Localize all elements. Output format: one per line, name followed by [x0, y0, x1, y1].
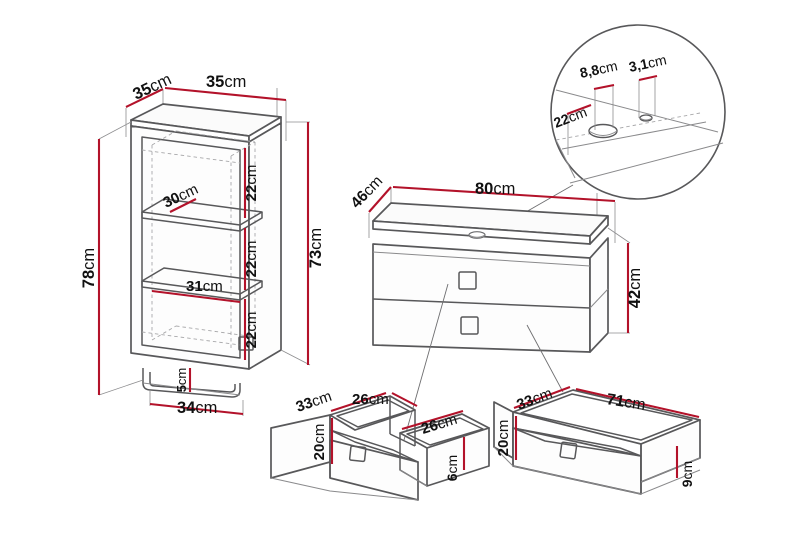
dim-line-vanity-80: [392, 185, 616, 203]
leader-to-right-drawer: [526, 324, 564, 393]
detail-circle-figure: 22cm 8,8cm 3,1cm: [483, 24, 726, 237]
label-shelf-30: 30cm: [161, 181, 201, 212]
label-dr-71: 71cm: [605, 391, 646, 414]
dim-line-dr-71: [575, 387, 700, 419]
label-dr-9: 9cm: [679, 461, 695, 487]
label-cabinet-height-78: 78cm: [80, 248, 98, 288]
label-dr-33: 33cm: [514, 385, 554, 414]
dim-line-detail-22: [566, 104, 592, 115]
label-dl-20: 20cm: [311, 424, 328, 461]
label-cabinet-depth-35: 35cm: [130, 70, 174, 103]
label-cabinet-width-35: 35cm: [206, 73, 246, 91]
label-base-34: 34cm: [177, 399, 217, 417]
drawer-left-handle: [348, 445, 367, 463]
label-dl-33: 33cm: [294, 388, 334, 416]
label-dl-6: 6cm: [444, 455, 460, 481]
label-comp-22-b: 22cm: [243, 241, 260, 278]
cabinet-shelf-upper: [141, 198, 263, 232]
drawer-right-handle: [559, 441, 578, 460]
dim-line-cabinet-depth-35: [125, 88, 164, 108]
cabinet-interior-opening: [141, 136, 241, 359]
dim-line-shelf-30: [169, 198, 197, 213]
vanity-side-face: [589, 237, 609, 353]
cabinet-plinth: [142, 368, 241, 398]
detail-circle-outline: [550, 24, 726, 200]
vanity-drawer-split: [372, 298, 591, 309]
label-dl-26-rear: 26cm: [419, 411, 459, 438]
vanity-front-face: [372, 243, 591, 353]
detail-countertop: [555, 89, 724, 184]
dim-line-detail-88: [593, 83, 615, 91]
cabinet-shelf-lower: [141, 267, 263, 301]
label-dr-20: 20cm: [495, 420, 512, 457]
cabinet-hidden-lines: [141, 130, 256, 351]
dim-line-base-34: [149, 402, 244, 416]
dim-line-dl-33: [330, 392, 387, 412]
dim-line-dl-26-rear: [401, 409, 464, 431]
label-vanity-42: 42cm: [626, 268, 644, 308]
label-detail-88: 8,8cm: [578, 57, 619, 81]
vanity-handle-upper: [458, 271, 477, 290]
tall-cabinet-figure: 35cm 35cm 78cm 73cm 30cm 31cm 22cm 22cm …: [80, 70, 325, 417]
dim-line-dl-26-front: [391, 392, 418, 407]
drawer-left-right-face: [426, 427, 490, 487]
cabinet-height-extension-lines: [98, 121, 311, 396]
label-shelf-31: 31cm: [186, 278, 223, 295]
leader-to-left-drawer: [403, 283, 449, 441]
label-dl-26-front: 26cm: [352, 391, 389, 408]
vanity-countertop-thickness-side: [589, 215, 609, 245]
dim-line-vanity-46: [368, 186, 392, 213]
label-vanity-46: 46cm: [348, 173, 387, 212]
vanity-handle-lower: [460, 316, 479, 335]
dim-line-dr-33: [513, 386, 571, 409]
label-comp-22-a: 22cm: [243, 165, 260, 202]
label-detail-31: 3,1cm: [627, 51, 668, 75]
dim-line-shelf-31: [151, 289, 241, 304]
vanity-unit-figure: 46cm 80cm 42cm: [348, 173, 644, 441]
label-comp-22-c: 22cm: [243, 312, 260, 349]
label-vanity-80: 80cm: [475, 180, 515, 198]
drawer-left-figure: 33cm 26cm 20cm 26cm 6cm: [270, 388, 490, 501]
label-cabinet-body-73: 73cm: [307, 228, 325, 268]
dim-line-detail-31: [638, 74, 658, 82]
detail-extension-lines: [567, 78, 656, 155]
drawer-right-figure: 33cm 71cm 20cm 9cm: [493, 385, 701, 495]
label-plinth-5: 5cm: [174, 368, 189, 393]
dim-line-cabinet-width-35: [164, 86, 287, 102]
label-detail-22: 22cm: [551, 104, 589, 131]
drawer-left-body-front: [329, 439, 419, 501]
